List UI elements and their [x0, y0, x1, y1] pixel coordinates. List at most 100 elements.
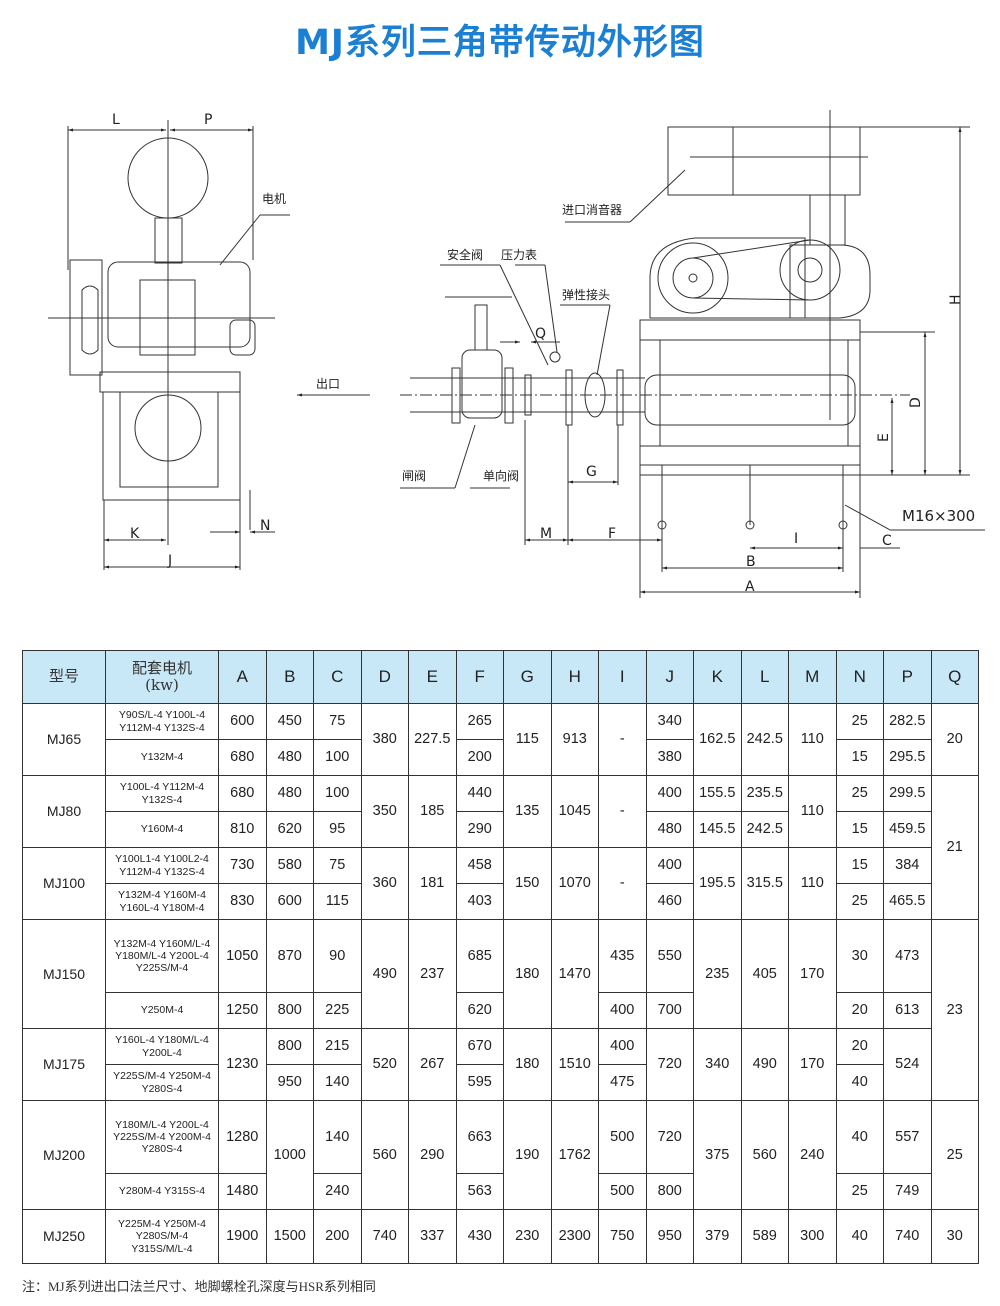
- header-q: Q: [930, 650, 979, 704]
- table-cell: 215: [313, 1028, 362, 1065]
- table-cell: 475: [598, 1064, 647, 1101]
- dim-label-e: E: [876, 433, 892, 442]
- header-f: F: [455, 650, 504, 704]
- table-cell: 290: [455, 811, 504, 848]
- table-cell: 740: [883, 1209, 932, 1264]
- table-cell: 1470: [550, 919, 599, 1029]
- model-cell: MJ200: [22, 1100, 106, 1210]
- header-e: E: [408, 650, 457, 704]
- table-cell: 15: [835, 739, 884, 776]
- table-cell: 30: [835, 919, 884, 993]
- outline-drawing: L P 电机 出口 K J N 进口消音器 安全阀 压力表 弹性接头 Q 闸阀 …: [48, 110, 985, 598]
- table-cell: 90: [313, 919, 362, 993]
- table-cell: 480: [645, 811, 694, 848]
- header-d: D: [360, 650, 409, 704]
- table-cell: 195.5: [693, 847, 742, 920]
- motor-cell: Y132M-4 Y160M-4 Y160L-4 Y180M-4: [105, 883, 219, 920]
- table-cell: 600: [218, 703, 267, 740]
- model-cell: MJ80: [22, 775, 106, 848]
- table-cell: 100: [313, 775, 362, 812]
- header-c: C: [313, 650, 362, 704]
- table-cell: 295.5: [883, 739, 932, 776]
- pressure-gauge-label: 压力表: [501, 248, 537, 262]
- header-i: I: [598, 650, 647, 704]
- table-cell: 600: [265, 883, 314, 920]
- table-cell: 20: [930, 703, 979, 776]
- table-cell: 800: [645, 1173, 694, 1210]
- table-cell: 267: [408, 1028, 457, 1101]
- table-cell: 1250: [218, 992, 267, 1029]
- table-cell: 490: [740, 1028, 789, 1101]
- table-cell: 235.5: [740, 775, 789, 812]
- table-cell: 550: [645, 919, 694, 993]
- table-cell: 115: [313, 883, 362, 920]
- table-cell: 613: [883, 992, 932, 1029]
- table-cell: 400: [598, 1028, 647, 1065]
- table-cell: 110: [788, 775, 837, 848]
- table-cell: 25: [835, 775, 884, 812]
- table-cell: 830: [218, 883, 267, 920]
- table-cell: 580: [265, 847, 314, 884]
- dim-label-f: F: [608, 526, 616, 542]
- table-cell: 1762: [550, 1100, 599, 1210]
- table-cell: 290: [408, 1100, 457, 1210]
- table-header-row: 型号 配套电机(kw) A B C D E F G H I J K L M N …: [22, 650, 979, 704]
- dim-label-h: H: [948, 294, 964, 305]
- table-cell: 380: [360, 703, 409, 776]
- table-cell: 490: [360, 919, 409, 1029]
- table-cell: 155.5: [693, 775, 742, 812]
- table-cell: 185: [408, 775, 457, 848]
- page-title: MJ系列三角带传动外形图: [295, 23, 705, 63]
- table-cell: 520: [360, 1028, 409, 1101]
- motor-cell: Y100L1-4 Y100L2-4 Y112M-4 Y132S-4: [105, 847, 219, 884]
- table-cell: 800: [265, 1028, 314, 1065]
- motor-cell: Y225S/M-4 Y250M-4 Y280S-4: [105, 1064, 219, 1101]
- gate-valve-label: 闸阀: [402, 469, 426, 483]
- motor-cell: Y132M-4: [105, 739, 219, 776]
- table-cell: 40: [835, 1064, 884, 1101]
- table-cell: 685: [455, 919, 504, 993]
- dim-label-n: N: [260, 518, 270, 534]
- table-cell: 30: [930, 1209, 979, 1264]
- motor-label: 电机: [262, 192, 286, 206]
- table-cell: 700: [645, 992, 694, 1029]
- motor-cell: Y90S/L-4 Y100L-4 Y112M-4 Y132S-4: [105, 703, 219, 740]
- table-cell: -: [598, 847, 647, 920]
- table-cell: 589: [740, 1209, 789, 1264]
- anchor-bolt-label: M16×300: [902, 507, 975, 525]
- table-cell: 563: [455, 1173, 504, 1210]
- table-cell: 1070: [550, 847, 599, 920]
- dim-label-g: G: [586, 464, 597, 480]
- table-cell: 360: [360, 847, 409, 920]
- table-cell: 400: [598, 992, 647, 1029]
- table-cell: 560: [740, 1100, 789, 1210]
- table-cell: 450: [265, 703, 314, 740]
- table-cell: 265: [455, 703, 504, 740]
- table-cell: 145.5: [693, 811, 742, 848]
- table-cell: 200: [455, 739, 504, 776]
- table-cell: 150: [503, 847, 552, 920]
- table-cell: 75: [313, 847, 362, 884]
- dim-label-m: M: [540, 526, 552, 542]
- table-cell: 100: [313, 739, 362, 776]
- header-h: H: [550, 650, 599, 704]
- table-cell: 1500: [265, 1209, 314, 1264]
- header-b: B: [265, 650, 314, 704]
- table-cell: 240: [788, 1100, 837, 1210]
- table-cell: 25: [835, 703, 884, 740]
- table-cell: 135: [503, 775, 552, 848]
- table-cell: 282.5: [883, 703, 932, 740]
- table-cell: 40: [835, 1100, 884, 1174]
- table-cell: 720: [645, 1100, 694, 1174]
- table-cell: 524: [883, 1028, 932, 1101]
- table-cell: 405: [740, 919, 789, 1029]
- table-cell: 25: [835, 883, 884, 920]
- table-cell: 162.5: [693, 703, 742, 776]
- table-cell: 720: [645, 1028, 694, 1101]
- table-cell: 435: [598, 919, 647, 993]
- table-cell: 300: [788, 1209, 837, 1264]
- header-motor: 配套电机(kw): [105, 650, 219, 704]
- motor-cell: Y160M-4: [105, 811, 219, 848]
